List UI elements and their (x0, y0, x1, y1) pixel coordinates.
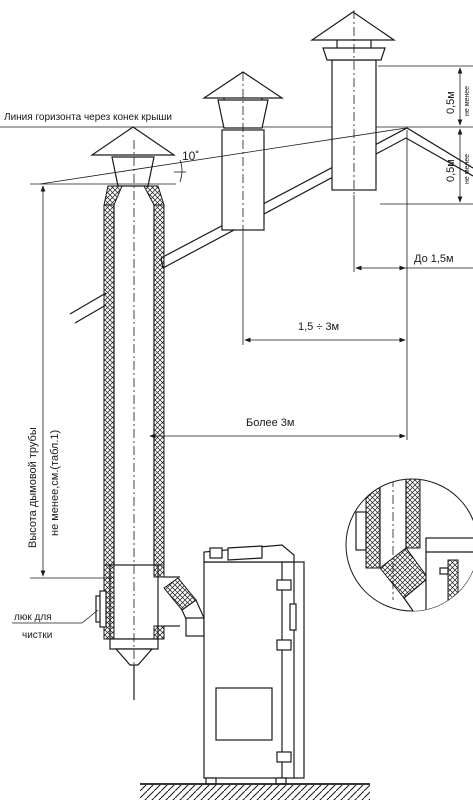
chimney-2 (202, 71, 284, 232)
angle-indicator (39, 127, 407, 185)
height-05-top-label: 0,5м (445, 91, 457, 114)
flue-connector (163, 577, 205, 637)
dimension-lines (30, 65, 473, 579)
chimney-1 (90, 126, 180, 700)
up-to-15-label: До 1,5м (414, 253, 454, 265)
hatch-label-1: люк для (14, 612, 52, 623)
chimney-height-label-1: Высота дымовой трубы (27, 427, 39, 548)
height-05-bottom-label: 0,5м (445, 159, 457, 182)
boiler (203, 544, 305, 785)
horizon-line-label: Линия горизонта через конек крыши (4, 112, 172, 123)
chimney-height-label-2: не менее,см.(табл.1) (49, 430, 61, 536)
not-less-top-label: не менее (464, 86, 471, 116)
detail-callout (345, 478, 473, 612)
hatch-label-2: чистки (22, 630, 52, 641)
ground (140, 783, 370, 800)
hatch-callout (12, 609, 99, 624)
more-3-label: Более 3м (246, 417, 295, 429)
chimney-3 (310, 10, 396, 195)
range-15-3-label: 1,5 ÷ 3м (298, 321, 339, 333)
not-less-bottom-label: не менее (464, 154, 471, 184)
angle-label: 10˚ (182, 149, 199, 163)
